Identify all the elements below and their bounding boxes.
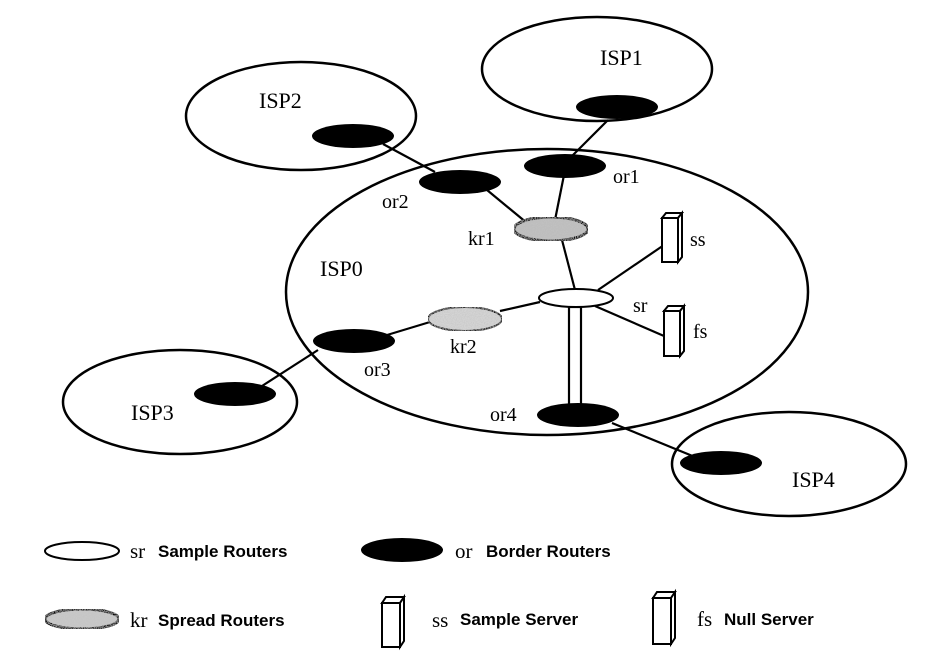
links	[261, 119, 696, 459]
link-kr1-sr	[560, 239, 577, 291]
link-isp4-or4	[611, 421, 696, 459]
isp4-border-router[interactable]	[680, 451, 762, 475]
spread-routers	[427, 215, 590, 332]
isp4-region	[670, 410, 908, 518]
isp0-region	[284, 147, 810, 437]
isp-regions	[61, 15, 908, 518]
legend-text-kr: Spread Routers	[158, 611, 285, 630]
legend: sr Sample Routers or Border Routers kr S…	[43, 538, 814, 651]
legend-text-ss: Sample Server	[460, 610, 579, 629]
kr2-label: kr2	[450, 336, 477, 358]
legend-code-sr: sr	[130, 539, 145, 563]
null-server-icon	[651, 588, 677, 648]
link-kr2-sr	[499, 300, 541, 313]
legend-text-fs: Null Server	[724, 610, 814, 629]
fs-label: fs	[693, 321, 708, 343]
link-or1-kr1	[553, 174, 566, 221]
or1-label: or1	[613, 166, 640, 188]
isp0-label: ISP0	[320, 256, 363, 281]
isp3-region	[61, 348, 299, 456]
legend-item-sample-server: ss Sample Server	[380, 593, 579, 651]
fs-server[interactable]	[661, 303, 687, 359]
legend-item-spread-routers: kr Spread Routers	[43, 607, 285, 632]
sample-router-icon	[44, 541, 120, 561]
isp2-label: ISP2	[259, 88, 302, 113]
link-or3-kr2	[386, 320, 431, 337]
legend-text-sr: Sample Routers	[158, 542, 287, 561]
kr1-label: kr1	[468, 228, 495, 250]
spread-router-icon	[43, 607, 121, 631]
border-routers	[194, 95, 762, 475]
or4-router[interactable]	[537, 403, 619, 427]
sr-label: sr	[633, 295, 648, 317]
sample-server-icon	[380, 593, 406, 651]
legend-item-null-server: fs Null Server	[651, 588, 814, 648]
link-or2-kr1	[486, 189, 528, 224]
legend-code-or: or	[455, 539, 473, 563]
node-labels: or1 or2 or3 or4 kr1 kr2 sr ss fs	[364, 166, 708, 426]
legend-item-border-routers: or Border Routers	[361, 538, 611, 563]
or4-label: or4	[490, 404, 517, 426]
isp4-label: ISP4	[792, 467, 835, 492]
link-isp2-or2	[382, 143, 436, 173]
ss-label: ss	[690, 229, 706, 251]
link-isp1-or1	[569, 119, 609, 159]
legend-code-ss: ss	[432, 608, 448, 632]
isp1-region	[480, 15, 714, 123]
legend-code-kr: kr	[130, 608, 148, 632]
link-isp3-or3	[261, 349, 319, 387]
or2-router[interactable]	[419, 170, 501, 194]
or2-label: or2	[382, 191, 409, 213]
legend-code-fs: fs	[697, 607, 712, 631]
isp3-border-router[interactable]	[194, 382, 276, 406]
link-sr-fs	[594, 304, 665, 338]
link-sr-ss	[597, 244, 665, 291]
sr-router[interactable]	[538, 288, 614, 308]
isp2-region	[184, 60, 418, 172]
legend-text-or: Border Routers	[486, 542, 611, 561]
link-sr-or4-double	[567, 305, 583, 409]
isp-labels: ISP0 ISP1 ISP2 ISP3 ISP4	[131, 45, 835, 492]
or1-router[interactable]	[524, 154, 606, 178]
legend-item-sample-routers: sr Sample Routers	[44, 539, 287, 563]
isp1-label: ISP1	[600, 45, 643, 70]
kr1-router[interactable]	[512, 215, 590, 243]
or3-label: or3	[364, 359, 391, 381]
isp3-label: ISP3	[131, 400, 174, 425]
or3-router[interactable]	[313, 329, 395, 353]
kr2-router[interactable]	[427, 306, 503, 332]
border-router-icon	[361, 538, 443, 562]
isp2-border-router[interactable]	[312, 124, 394, 148]
ss-server[interactable]	[659, 210, 685, 265]
isp1-border-router[interactable]	[576, 95, 658, 119]
